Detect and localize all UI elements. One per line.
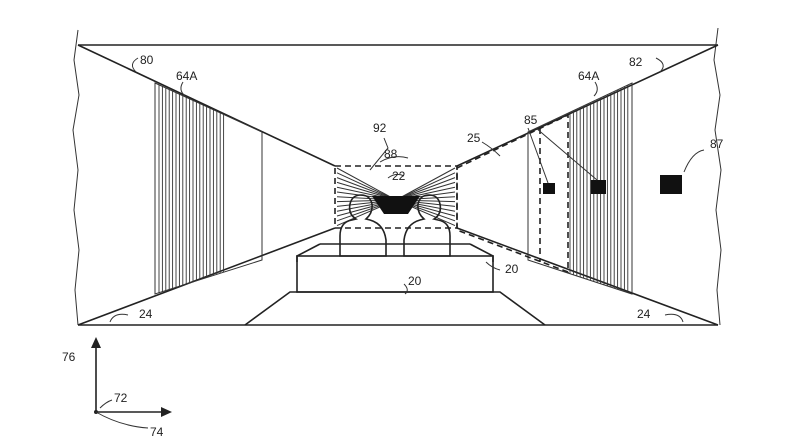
- ride-vehicle: [297, 244, 493, 292]
- label-76: 76: [62, 350, 76, 364]
- label-92: 92: [373, 121, 387, 135]
- label-20-side: 20: [505, 262, 519, 276]
- left-page-edge: [73, 30, 79, 325]
- hatch-line: [337, 168, 396, 200]
- label-25: 25: [467, 131, 481, 145]
- label-80: 80: [140, 53, 154, 67]
- projector-85b: [591, 180, 606, 194]
- projector-85a: [543, 183, 555, 194]
- label-82: 82: [629, 55, 643, 69]
- label-24-right: 24: [637, 307, 651, 321]
- label-88: 88: [384, 147, 398, 161]
- label-87: 87: [710, 137, 724, 151]
- label-74: 74: [150, 425, 164, 439]
- label-20-front: 20: [408, 274, 422, 288]
- label-64a-right: 64A: [578, 69, 599, 83]
- label-64a-left: 64A: [176, 69, 197, 83]
- leader-lines: [110, 58, 704, 322]
- room-frame: [78, 45, 718, 325]
- projector-87: [660, 175, 682, 194]
- label-22: 22: [392, 169, 406, 183]
- label-72: 72: [114, 391, 128, 405]
- label-85: 85: [524, 113, 538, 127]
- coordinate-axes: [91, 337, 172, 428]
- label-24-left: 24: [139, 307, 153, 321]
- right-page-edge: [714, 28, 721, 325]
